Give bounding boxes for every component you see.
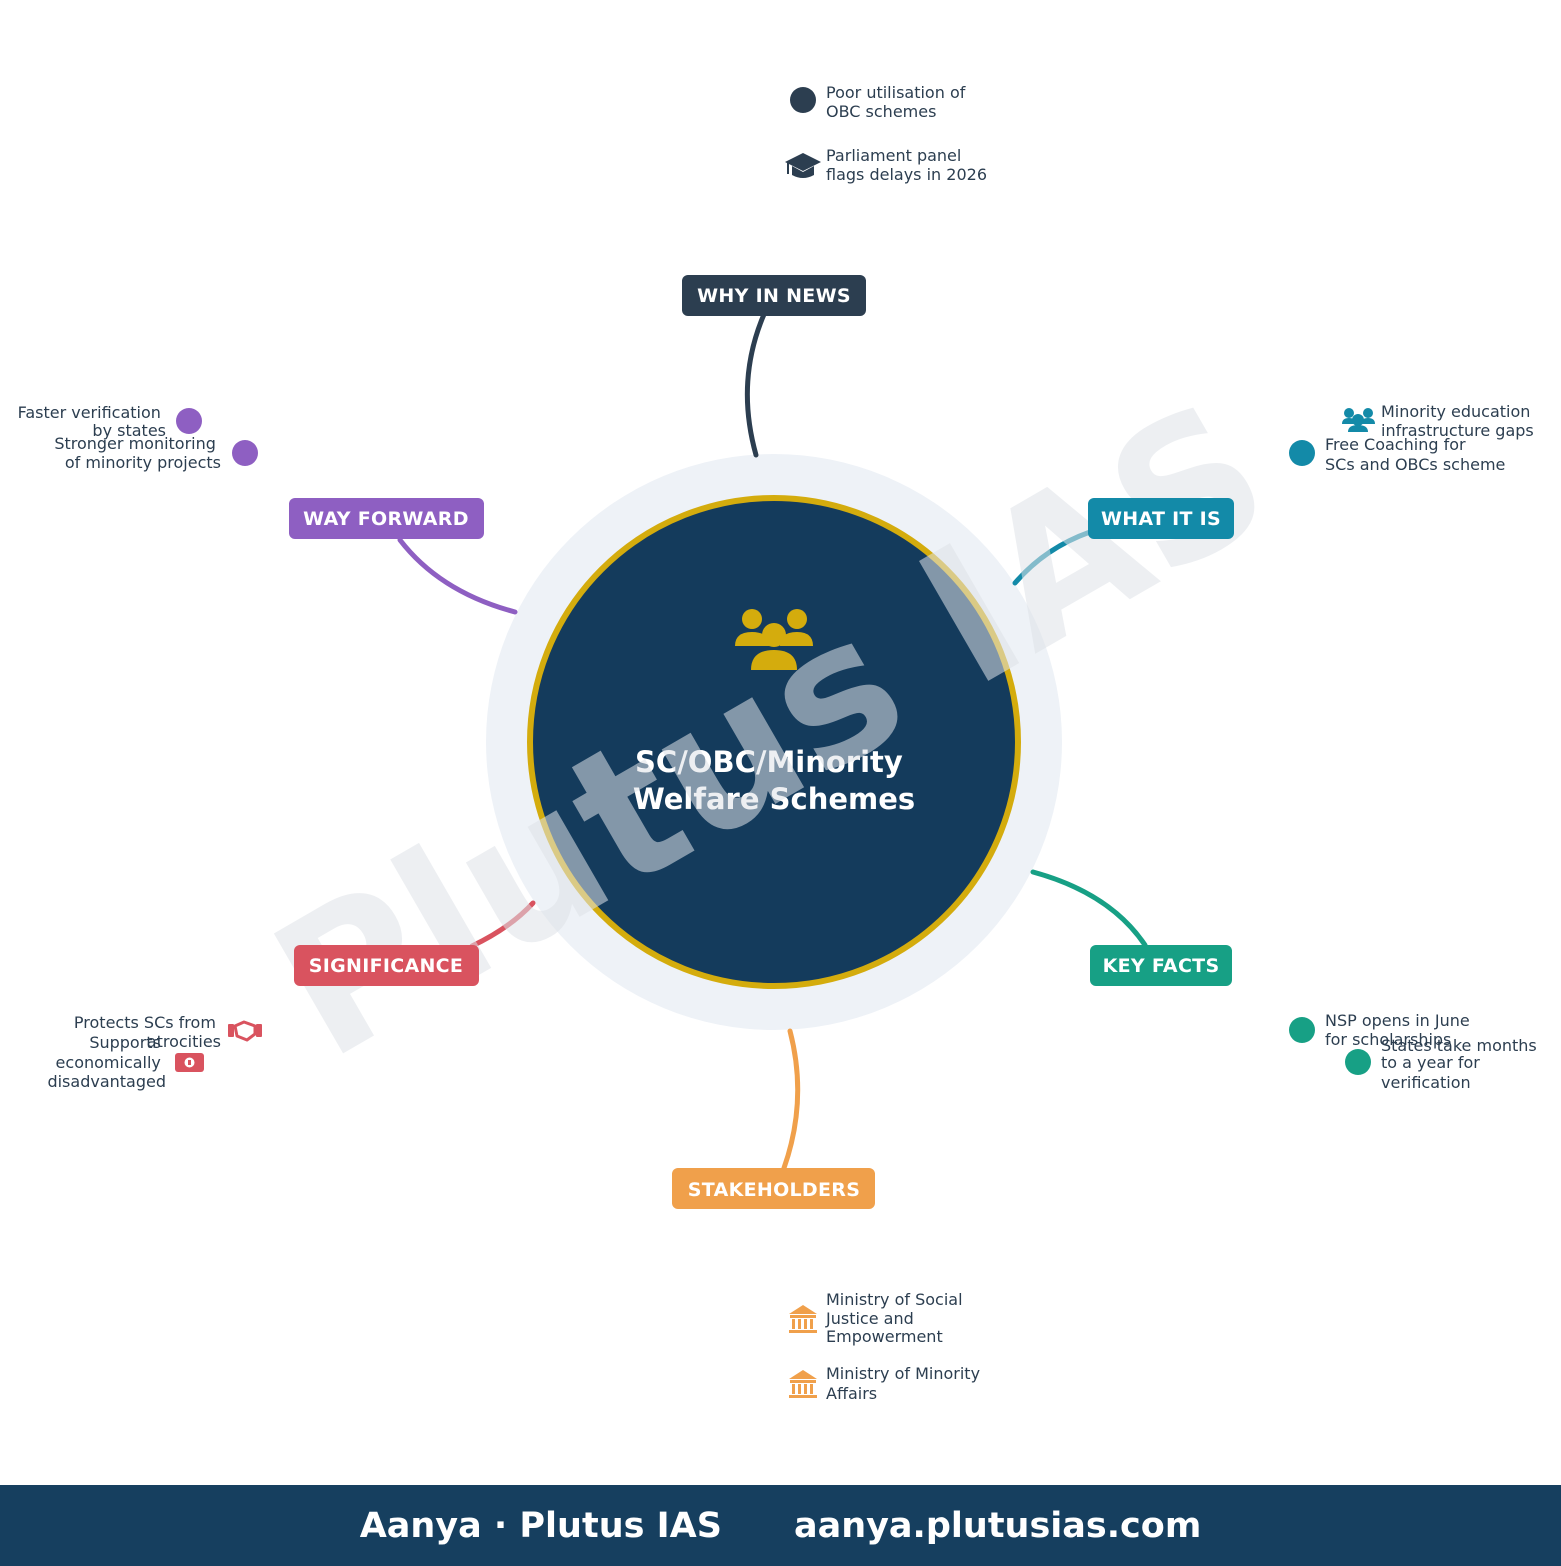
bank-icon	[789, 1305, 817, 1333]
footer-brand: Aanya · Plutus IAS	[359, 1505, 722, 1546]
branch-why-in-news: WHY IN NEWS Poor utilisation of OBC sche…	[682, 83, 987, 316]
connector-way-forward	[397, 537, 518, 615]
branch-label-box	[294, 945, 479, 986]
branch-item-text: Supports economically disadvantaged	[47, 1033, 166, 1091]
branch-item-text: NSP opens in June for scholarships	[1325, 1011, 1475, 1049]
branch-significance: SIGNIFICANCE Protects SCs from atrocitie…	[47, 945, 479, 1091]
branch-item-text: Stronger monitoring of minority projects	[54, 434, 221, 472]
footer-url[interactable]: aanya.plutusias.com	[793, 1505, 1202, 1546]
connector-key-facts	[1030, 869, 1148, 948]
branch-what-it-is: WHAT IT IS Minority education infrastruc…	[1088, 402, 1536, 539]
branch-item-text: Faster verification by states	[18, 403, 166, 440]
center-circle	[527, 495, 1021, 989]
center-title: SC/OBC/Minority Welfare Schemes	[633, 745, 915, 816]
money-icon	[175, 1053, 204, 1072]
branch-label: SIGNIFICANCE	[309, 955, 463, 977]
branch-stakeholders: STAKEHOLDERS Ministry of Social Justice …	[672, 1168, 985, 1403]
branch-item-text: Ministry of Social Justice and Empowerme…	[825, 1290, 968, 1346]
branch-label-box	[682, 275, 866, 316]
branch-label: WHAT IT IS	[1101, 508, 1221, 530]
branch-item-text: Protects SCs from atrocities	[74, 1013, 221, 1051]
branch-label: WHY IN NEWS	[697, 285, 851, 307]
branch-label-box	[289, 498, 484, 539]
center-title-line-2: Welfare Schemes	[633, 782, 915, 816]
branch-item-text: Ministry of Minority Affairs	[826, 1364, 985, 1403]
branch-label-box	[1088, 498, 1234, 539]
branch-label-box	[1090, 945, 1232, 986]
connector-what-it-is	[1012, 529, 1093, 586]
branch-item-text: Minority education infrastructure gaps	[1381, 402, 1536, 440]
dot-icon	[176, 408, 202, 434]
bank-icon	[789, 1370, 817, 1398]
handshake-icon	[228, 1020, 262, 1042]
branch-way-forward: WAY FORWARD Faster verification by state…	[18, 403, 484, 539]
dot-icon	[232, 440, 258, 466]
users-icon	[1342, 408, 1375, 432]
branch-key-facts: KEY FACTS NSP opens in June for scholars…	[1090, 945, 1542, 1092]
branch-label: WAY FORWARD	[303, 508, 469, 530]
branch-item-text: States take months to a year for verific…	[1381, 1036, 1542, 1092]
connector-stakeholders	[781, 1028, 801, 1171]
footer-bar: Aanya · Plutus IAS aanya.plutusias.com	[0, 1485, 1561, 1566]
branch-label: KEY FACTS	[1103, 955, 1220, 977]
connector-significance	[469, 900, 536, 949]
users-icon	[735, 609, 813, 670]
branch-label: STAKEHOLDERS	[688, 1179, 860, 1201]
dot-icon	[1345, 1049, 1371, 1075]
center-title-line-1: SC/OBC/Minority	[635, 745, 903, 779]
dot-icon	[1289, 440, 1315, 466]
branch-item-text: Free Coaching for SCs and OBCs scheme	[1325, 435, 1505, 474]
dot-icon	[790, 87, 816, 113]
branch-label-box	[672, 1168, 875, 1209]
dot-icon	[1289, 1017, 1315, 1043]
branch-item-text: Poor utilisation of OBC schemes	[826, 83, 970, 121]
branch-item-text: Parliament panel flags delays in 2026	[826, 146, 987, 184]
connector-why-in-news	[744, 309, 768, 458]
graduation-cap-icon	[785, 153, 821, 178]
